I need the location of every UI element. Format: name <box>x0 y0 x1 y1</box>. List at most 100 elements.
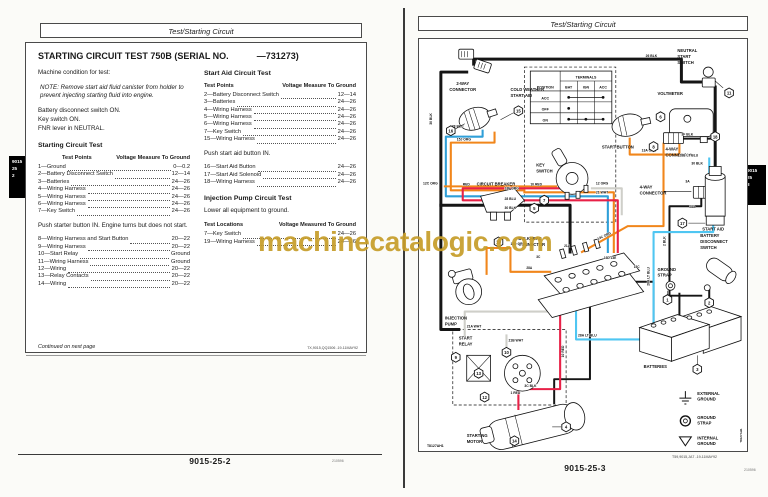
col-bat: BAT <box>565 85 573 89</box>
dot-leader <box>257 167 336 172</box>
row-value: 24—26 <box>171 193 190 200</box>
dot-leader <box>253 117 336 122</box>
row-value: 24—26 <box>337 106 356 113</box>
row-label: 9—Wiring Harness <box>38 243 86 250</box>
wire-15j-org <box>449 131 526 192</box>
row-label: 10—Start Relay <box>38 251 79 258</box>
right-doc-code: T59,9015,JA7 -19-11MAY92 <box>672 455 718 459</box>
four-way-upper-label: CONNECTOR <box>665 153 692 158</box>
wire-label: 13C ORG <box>597 231 612 241</box>
left-print-code: 210596 <box>332 459 344 463</box>
machine-condition-text: Machine condition for test: <box>38 69 111 76</box>
start-relay-icon <box>466 354 541 392</box>
row-value: 0—0.2 <box>173 163 190 170</box>
tab-line: 9015 <box>747 168 758 173</box>
wire-label: 12 ORG <box>596 181 609 185</box>
ground-strap-label: STRAP <box>658 272 672 277</box>
row-on: ON <box>543 118 549 122</box>
cold-weather-label: START AID <box>510 93 532 98</box>
wire-label: 21 WHT <box>596 190 609 194</box>
starting-motor-label: MOTOR <box>467 439 482 444</box>
wire-label: 28 BLU <box>504 197 516 201</box>
wire-label: 26 BLK <box>646 54 658 58</box>
row-label: 2—Battery Disconnect Switch <box>38 171 113 178</box>
wire-label: 28 BLU <box>452 125 464 129</box>
row-label: 14—Wiring <box>38 280 67 287</box>
push-starter-text: Push starter button IN. Engine turns but… <box>38 221 188 229</box>
four-way-connector-upper-icon <box>663 132 684 145</box>
dot-leader <box>87 247 170 252</box>
starting-motor-label: STARTING <box>467 433 488 438</box>
left-page-side-tab: 9015 25 2 <box>9 156 30 198</box>
bulkhead-pin-label: 13D 13E <box>604 256 616 260</box>
row-value: 20—22 <box>171 236 190 243</box>
row-value: 24—26 <box>171 208 190 215</box>
right-header-title: Test/Starting Circuit <box>550 19 616 29</box>
table-row: 10—Start Relay Ground <box>38 251 190 259</box>
neutral-start-switch-label: START <box>677 54 691 59</box>
test-point-number: 11 <box>727 91 732 96</box>
wire-label: 30 BLK <box>504 206 516 210</box>
row-value: 24—26 <box>337 99 356 106</box>
neutral-start-switch-label: NEUTRAL <box>677 48 697 53</box>
test-point-number: 16 <box>448 128 453 133</box>
wire-13a-org <box>628 137 681 156</box>
dot-leader <box>253 124 336 129</box>
wire-label: 28A <box>689 205 696 209</box>
battery-disconnect-label: BATTERY <box>700 233 719 238</box>
table-header: Test Points Voltage Measure To Ground <box>204 83 356 91</box>
row-value: 24—26 <box>337 171 356 178</box>
table-header: Test Points Voltage Measure To Ground <box>38 155 190 163</box>
cold-weather-start-aid-icon <box>458 106 498 131</box>
test-point-number: 9 <box>455 355 458 360</box>
four-way-lower-label: 4-WAY <box>640 184 653 189</box>
dot-leader <box>256 241 336 246</box>
ground-strap-symbol <box>679 415 692 427</box>
test-point-number: 8 <box>652 144 655 149</box>
section-heading: Injection Pump Circuit Test <box>204 194 292 202</box>
figure-id: T8127AH1 <box>427 444 444 448</box>
dot-leader <box>90 276 170 281</box>
row-off: OFF <box>542 107 550 111</box>
legend-strap-2: STRAP <box>697 420 711 425</box>
wiring-diagram-svg: TERMINALS POSITION BAT IGN ACC ACC OFF O… <box>423 48 743 450</box>
dot-leader <box>256 139 336 144</box>
col-ign: IGN <box>583 85 590 89</box>
dot-leader <box>242 234 336 239</box>
table-row: 17—Start Aid Solenoid 24—26 <box>204 171 356 180</box>
row-value: Ground <box>171 251 190 258</box>
bulkhead-pin-label: 21A <box>564 244 571 248</box>
right-column: Start Aid Circuit Test Test Points Volta… <box>204 69 356 288</box>
test-point-number: 2 <box>708 300 711 305</box>
four-way-upper-label: 4-WAY <box>665 147 678 152</box>
dot-leader <box>68 269 170 274</box>
row-label: 1—Ground <box>38 163 66 170</box>
continued-text: Continued on next page <box>38 344 96 350</box>
left-page-content: STARTING CIRCUIT TEST 750B (SERIAL NO. —… <box>25 42 367 356</box>
wire-label: 13F ORG <box>504 186 519 190</box>
bulkhead-pin-label: 13C <box>634 265 641 269</box>
row-value: 20—22 <box>171 266 190 273</box>
dot-leader <box>114 174 170 179</box>
row-value: 24—26 <box>337 231 356 238</box>
row-label: 18—Wiring Harness <box>204 179 255 186</box>
wire-label: 3F BLK <box>681 133 693 137</box>
tab-line: 9015 <box>12 159 23 164</box>
key-switch-dashed-box <box>524 66 617 223</box>
test-point-number: 18 <box>713 134 718 139</box>
row-value: Ground <box>171 258 190 265</box>
batteries-label: BATTERIES <box>644 364 667 369</box>
wire-label: 28A LT BLU <box>647 267 651 286</box>
wire-label: 21B WHT <box>508 338 524 342</box>
row-label: 17—Start Aid Solenoid <box>204 171 262 178</box>
start-relay-label: RELAY <box>459 341 473 346</box>
test-point-number: 10 <box>504 350 509 355</box>
battery-disconnect-label: SWITCH <box>700 245 716 250</box>
dot-leader <box>256 182 336 187</box>
tab-line: 3 <box>747 182 750 188</box>
test-point-number: 13 <box>476 371 481 376</box>
